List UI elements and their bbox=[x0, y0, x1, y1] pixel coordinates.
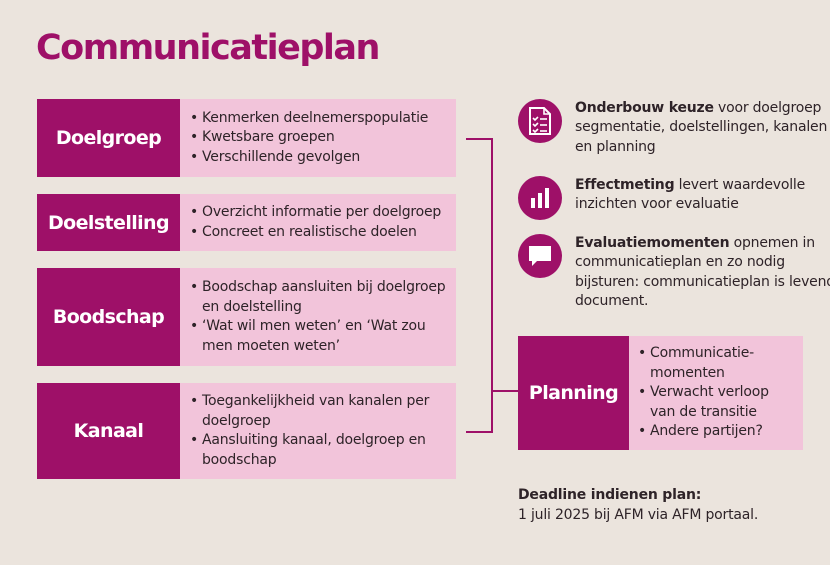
info-text: Onderbouw keuze voor doelgroep segmentat… bbox=[575, 99, 830, 157]
bullet-item: Toegankelijkheid van kanalen per doelgro… bbox=[190, 392, 446, 431]
bar-chart-icon bbox=[518, 176, 562, 220]
bullet-item: Verwacht verloop van de transitie bbox=[638, 383, 795, 422]
checklist-icon bbox=[518, 99, 562, 143]
bullet-item: Kenmerken deelnemerspopulatie bbox=[190, 109, 428, 129]
info-item-effectmeting: Effectmeting levert waardevolle inzichte… bbox=[518, 176, 830, 220]
row-label: Kanaal bbox=[37, 383, 180, 479]
row-boodschap: Boodschap Boodschap aansluiten bij doelg… bbox=[37, 268, 456, 366]
bullet-item: Concreet en realistische doelen bbox=[190, 223, 441, 243]
bullet-item: ‘Wat wil men weten’ en ‘Wat zou men moet… bbox=[190, 317, 446, 356]
info-item-onderbouw: Onderbouw keuze voor doelgroep segmentat… bbox=[518, 99, 830, 157]
row-label: Boodschap bbox=[37, 268, 180, 366]
bullet-item: Verschillende gevolgen bbox=[190, 148, 428, 168]
info-text: Effectmeting levert waardevolle inzichte… bbox=[575, 176, 830, 215]
deadline-note: Deadline indienen plan: 1 juli 2025 bij … bbox=[518, 486, 758, 525]
bullet-item: Communicatie-momenten bbox=[638, 344, 795, 383]
info-bold: Evaluatiemomenten bbox=[575, 235, 730, 251]
planning-box: Planning Communicatie-momenten Verwacht … bbox=[518, 336, 803, 450]
page-title: Communicatieplan bbox=[36, 28, 380, 68]
planning-label: Planning bbox=[518, 336, 629, 450]
row-content: Boodschap aansluiten bij doelgroep en do… bbox=[180, 268, 456, 366]
planning-content: Communicatie-momenten Verwacht verloop v… bbox=[629, 336, 803, 450]
info-item-evaluatie: Evaluatiemomenten opnemen in communicati… bbox=[518, 234, 830, 311]
bullet-item: Overzicht informatie per doelgroep bbox=[190, 203, 441, 223]
bullet-item: Boodschap aansluiten bij doelgroep en do… bbox=[190, 278, 446, 317]
info-bold: Effectmeting bbox=[575, 177, 675, 193]
bullet-item: Aansluiting kanaal, doelgroep en boodsch… bbox=[190, 431, 446, 470]
row-content: Kenmerken deelnemerspopulatie Kwetsbare … bbox=[180, 99, 456, 177]
row-doelgroep: Doelgroep Kenmerken deelnemerspopulatie … bbox=[37, 99, 456, 177]
info-text: Evaluatiemomenten opnemen in communicati… bbox=[575, 234, 830, 311]
deadline-text: 1 juli 2025 bij AFM via AFM portaal. bbox=[518, 506, 759, 523]
info-rest: voor doelgroep segmentatie, doelstelling… bbox=[575, 100, 828, 155]
deadline-heading: Deadline indienen plan: bbox=[518, 487, 702, 503]
row-label: Doelgroep bbox=[37, 99, 180, 177]
speech-bubble-icon bbox=[518, 234, 562, 278]
row-label: Doelstelling bbox=[37, 194, 180, 251]
row-content: Overzicht informatie per doelgroep Concr… bbox=[180, 194, 456, 251]
row-content: Toegankelijkheid van kanalen per doelgro… bbox=[180, 383, 456, 479]
info-bold: Onderbouw keuze bbox=[575, 100, 714, 116]
bullet-item: Kwetsbare groepen bbox=[190, 128, 428, 148]
row-doelstelling: Doelstelling Overzicht informatie per do… bbox=[37, 194, 456, 251]
info-rest: opnemen in communicatieplan en zo nodig … bbox=[575, 235, 830, 309]
info-rest: levert waardevolle inzichten voor evalua… bbox=[575, 177, 806, 213]
row-kanaal: Kanaal Toegankelijkheid van kanalen per … bbox=[37, 383, 456, 479]
bullet-item: Andere partijen? bbox=[638, 422, 795, 442]
